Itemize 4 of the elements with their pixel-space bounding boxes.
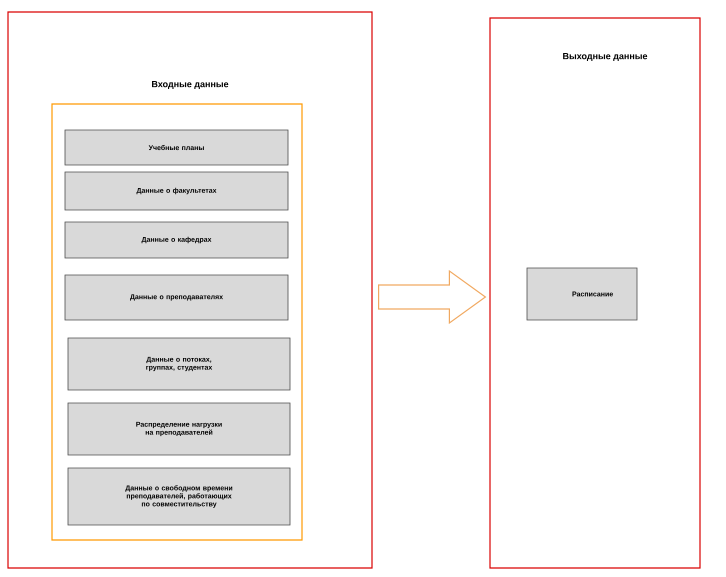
group-frame <box>51 103 303 541</box>
panel-heading: Входные данные <box>152 81 228 89</box>
block-arrow <box>378 270 486 324</box>
panel-heading: Выходные данные <box>563 53 648 61</box>
